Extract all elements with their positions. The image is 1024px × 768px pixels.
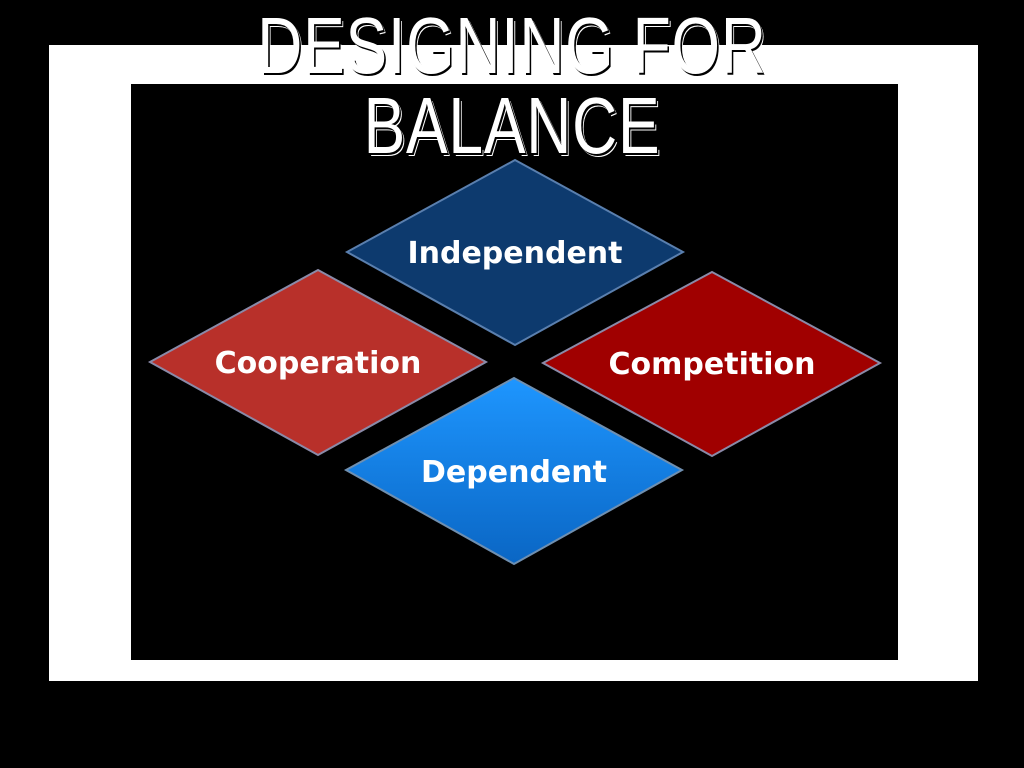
diamond-dependent: Dependent — [343, 376, 685, 566]
diamond-competition: Competition — [540, 270, 883, 458]
diamond-independent: Independent — [344, 158, 686, 347]
label-dependent: Dependent — [421, 455, 607, 490]
label-competition: Competition — [609, 347, 816, 382]
label-independent: Independent — [407, 236, 622, 271]
diamond-cooperation: Cooperation — [147, 268, 489, 457]
label-cooperation: Cooperation — [215, 346, 422, 381]
slide-title: DESIGNING FOR BALANCE — [257, 1, 767, 170]
